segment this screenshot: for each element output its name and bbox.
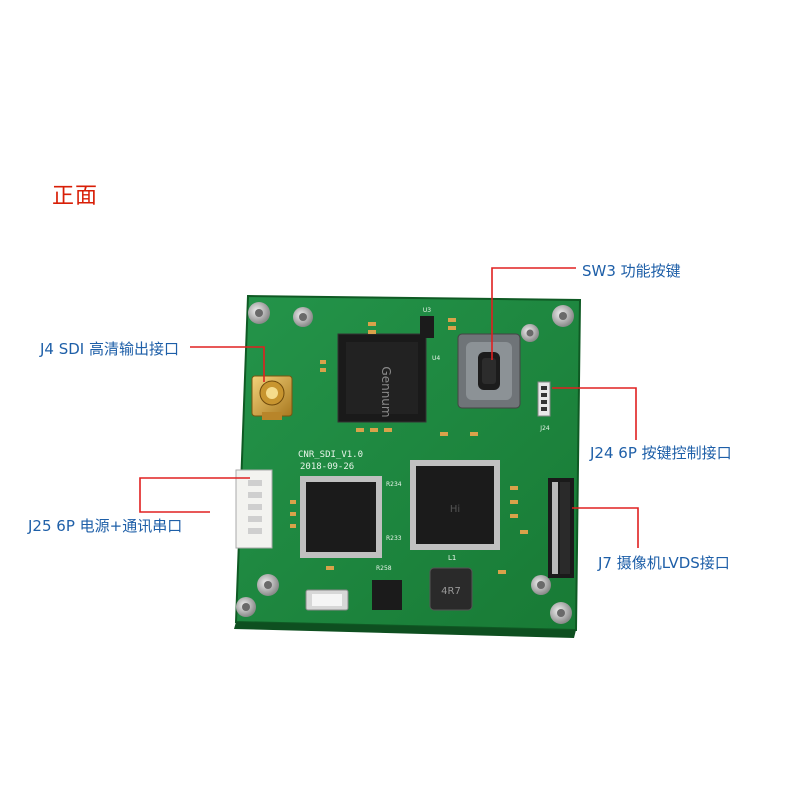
screw-icon-bottom-right2 xyxy=(550,602,572,624)
chip-qfp-left xyxy=(300,476,382,558)
silk-date: 2018-09-26 xyxy=(300,462,354,472)
label-j4: J4 SDI 高清输出接口 xyxy=(40,340,179,358)
inductor-4r7: 4R7 xyxy=(429,567,473,611)
screw-icon-top-mid xyxy=(293,307,313,327)
chip-gennum: Gennum xyxy=(337,333,427,423)
silk-r234: R234 xyxy=(386,481,402,488)
silk-r233: R233 xyxy=(386,535,402,542)
screw-icon-top-left xyxy=(248,302,270,324)
chip-brand-text: Gennum xyxy=(379,366,393,417)
function-switch xyxy=(457,333,521,409)
label-j7: J7 摄像机LVDS接口 xyxy=(598,554,730,572)
chip-small-bottom xyxy=(372,580,402,610)
silk-u3: U3 xyxy=(423,307,431,314)
silk-r258: R258 xyxy=(376,565,392,572)
chip-u3 xyxy=(420,316,434,338)
leader-j25 xyxy=(139,477,250,513)
label-j24: J24 6P 按键控制接口 xyxy=(590,444,732,462)
crystal-top xyxy=(312,594,342,606)
leader-j7 xyxy=(572,507,639,548)
smd-components xyxy=(290,318,528,574)
screw-icon-bottom-left2 xyxy=(236,597,256,617)
screw-icon-bottom-right xyxy=(531,575,551,595)
sdi-connector xyxy=(251,375,293,420)
label-j25: J25 6P 电源+通讯串口 xyxy=(28,517,183,535)
j24-header: J24 xyxy=(537,381,551,432)
label-sw3: SW3 功能按键 xyxy=(582,262,681,280)
j7-lvds-connector xyxy=(548,478,574,578)
leader-sw3 xyxy=(491,267,576,360)
chip2-text: Hi xyxy=(450,504,460,515)
leader-lines xyxy=(139,267,639,548)
j25-connector xyxy=(235,469,273,549)
inductor-text: 4R7 xyxy=(441,586,461,597)
silk-l1: L1 xyxy=(448,554,456,562)
silk-board-name: CNR_SDI_V1.0 xyxy=(298,450,363,460)
chip-qfp-right: Hi xyxy=(410,460,500,550)
j24-silk: J24 xyxy=(539,425,550,432)
screw-icon-bottom-left xyxy=(257,574,279,596)
leader-j4 xyxy=(190,346,265,382)
page-title: 正面 xyxy=(52,184,99,209)
silk-u4: U4 xyxy=(432,355,440,362)
screw-icon-top-right xyxy=(552,305,574,327)
screw-icon-right-mid xyxy=(521,324,539,342)
leader-j24 xyxy=(552,387,637,440)
